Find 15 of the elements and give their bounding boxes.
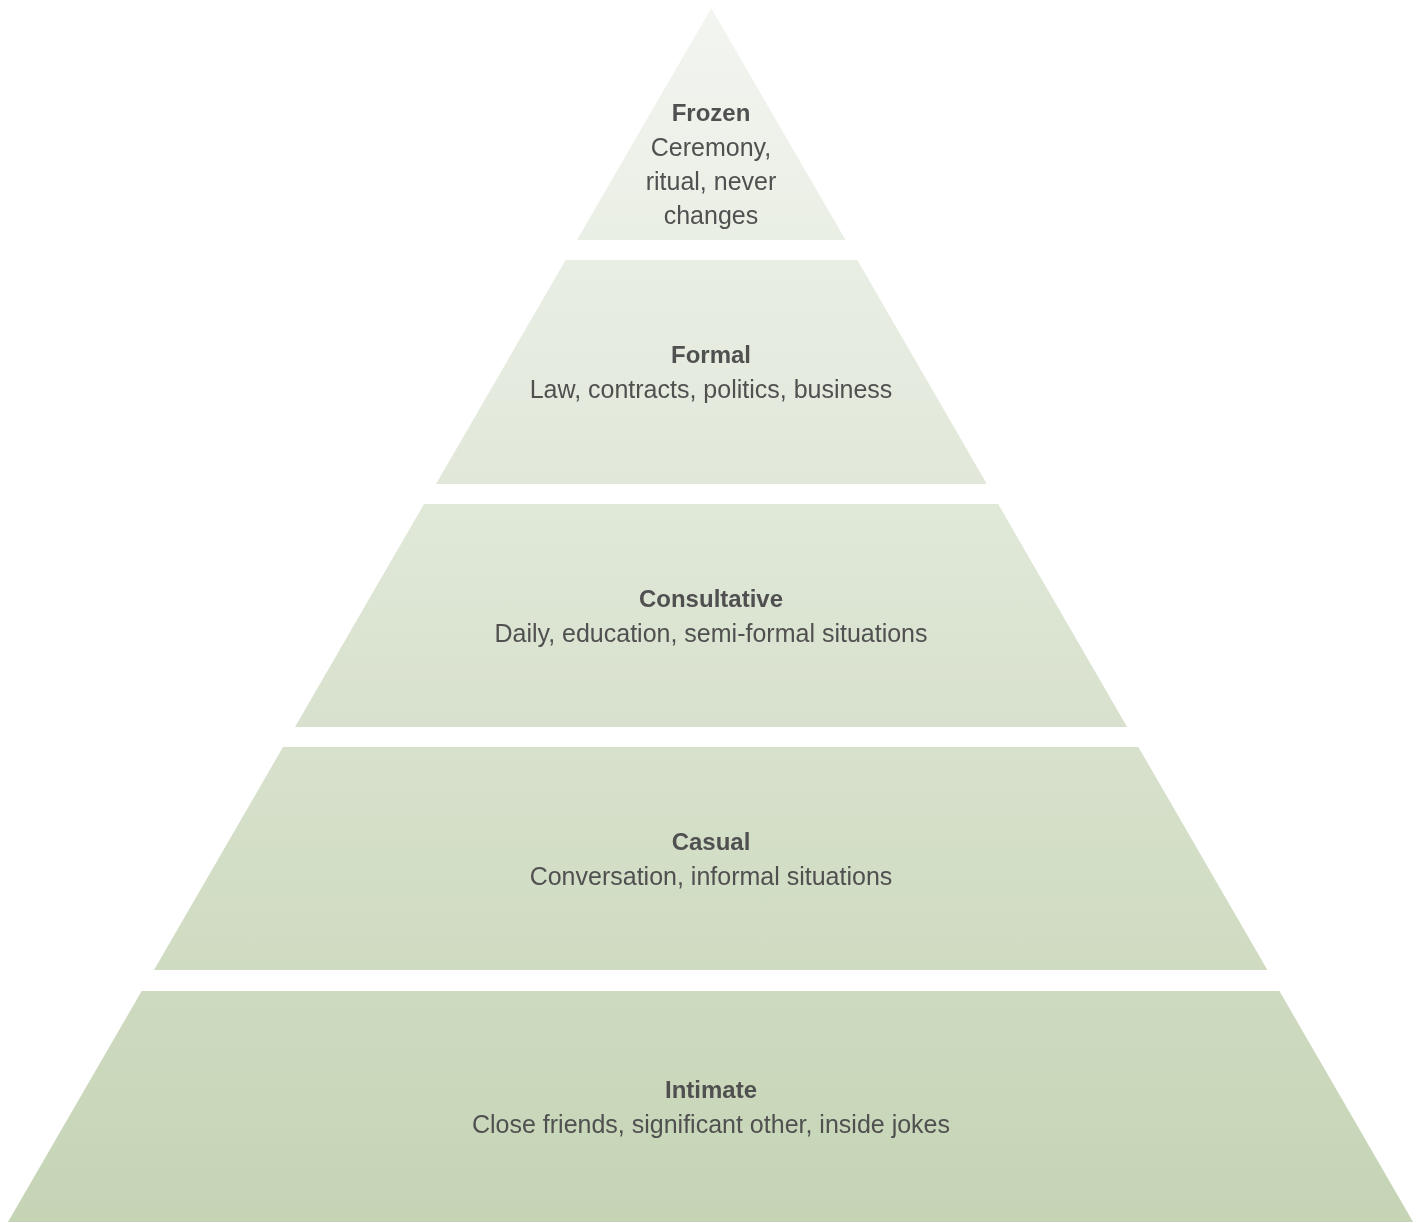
pyramid-tier — [8, 991, 1414, 1222]
tier-description: Conversation, informal situations — [529, 860, 893, 892]
tier-description: Law, contracts, politics, business — [529, 374, 893, 405]
tier-title: Frozen — [671, 98, 751, 128]
pyramid-tier — [294, 504, 1128, 727]
tier-title: Intimate — [665, 1074, 757, 1105]
pyramid-tier — [435, 260, 987, 484]
pyramid-tier — [154, 747, 1268, 970]
tier-title: Casual — [671, 826, 751, 857]
tier-description: Daily, education, semi-formal situations — [494, 617, 928, 649]
tier-title: Consultative — [638, 583, 783, 614]
tier-description: Close friends, significant other, inside jokes — [471, 1108, 950, 1140]
tier-description: Ceremony, ritual, never changes — [644, 132, 778, 231]
pyramid-tier — [576, 8, 846, 240]
tier-title: Formal — [671, 340, 751, 370]
